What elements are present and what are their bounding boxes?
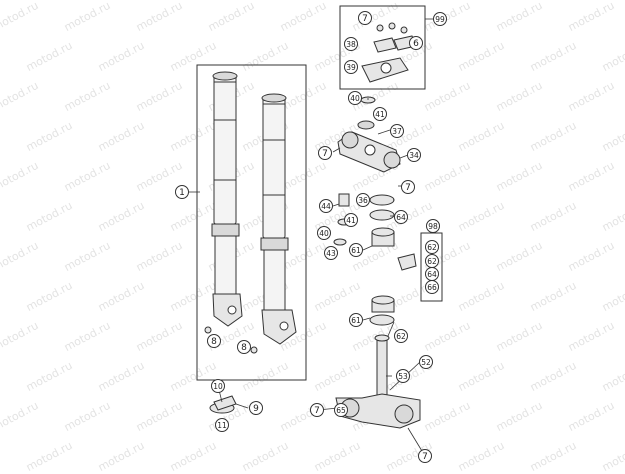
callout-9: 9 — [249, 401, 263, 415]
callout-label: 98 — [428, 222, 438, 231]
callout-11: 11 — [215, 418, 229, 432]
callout-7: 7 — [310, 403, 324, 417]
bearing-kit-frame — [420, 232, 443, 302]
fork-leg-right — [260, 93, 297, 345]
callout-7: 7 — [318, 146, 332, 160]
callout-6: 6 — [409, 36, 423, 50]
callout-label: 7 — [422, 452, 428, 462]
fork-group-frame — [196, 64, 307, 381]
callout-label: 36 — [358, 196, 368, 205]
callout-label: 62 — [427, 257, 437, 266]
clamp-parts — [204, 326, 258, 414]
callout-99: 99 — [433, 12, 447, 26]
callout-62: 62 — [425, 254, 439, 268]
callout-7: 7 — [358, 11, 372, 25]
callout-label: 10 — [213, 382, 223, 391]
callout-label: 62 — [427, 243, 437, 252]
callout-label: 66 — [427, 283, 437, 292]
nut-41 — [357, 120, 375, 130]
callout-label: 7 — [405, 183, 411, 193]
callout-label: 53 — [398, 372, 408, 381]
callout-40: 40 — [317, 226, 331, 240]
callout-8: 8 — [237, 340, 251, 354]
callout-44: 44 — [319, 199, 333, 213]
callout-39: 39 — [344, 60, 358, 74]
callout-65: 65 — [334, 403, 348, 417]
callout-41: 41 — [373, 107, 387, 121]
callout-label: 38 — [346, 40, 356, 49]
callout-label: 64 — [396, 213, 406, 222]
callout-label: 40 — [319, 229, 329, 238]
callout-1: 1 — [175, 185, 189, 199]
callout-7: 7 — [418, 449, 432, 463]
callout-66: 66 — [425, 280, 439, 294]
callout-label: 9 — [253, 404, 259, 414]
callout-label: 64 — [427, 270, 437, 279]
callout-64: 64 — [425, 267, 439, 281]
callout-label: 62 — [396, 332, 406, 341]
top-kit-frame — [339, 5, 426, 90]
callout-62: 62 — [394, 329, 408, 343]
callout-label: 43 — [326, 249, 336, 258]
callout-53: 53 — [396, 369, 410, 383]
callout-40: 40 — [348, 91, 362, 105]
callout-36: 36 — [356, 193, 370, 207]
callout-label: 8 — [211, 337, 217, 347]
callout-label: 44 — [321, 202, 331, 211]
callout-label: 52 — [421, 358, 431, 367]
callout-label: 34 — [409, 151, 419, 160]
callout-label: 39 — [346, 63, 356, 72]
callout-label: 40 — [350, 94, 360, 103]
callout-10: 10 — [211, 379, 225, 393]
callout-label: 65 — [336, 406, 346, 415]
callout-label: 41 — [346, 216, 356, 225]
callout-label: 61 — [351, 246, 361, 255]
callout-37: 37 — [390, 124, 404, 138]
callout-98: 98 — [426, 219, 440, 233]
upper-triple-clamp — [337, 131, 401, 173]
callout-label: 41 — [375, 110, 385, 119]
callout-label: 6 — [413, 39, 419, 49]
callout-62: 62 — [425, 240, 439, 254]
callout-label: 1 — [179, 188, 185, 198]
callout-43: 43 — [324, 246, 338, 260]
callout-7: 7 — [401, 180, 415, 194]
stem-bearings — [369, 194, 417, 326]
callout-61: 61 — [349, 313, 363, 327]
callout-34: 34 — [407, 148, 421, 162]
callout-label: 7 — [362, 14, 368, 24]
callout-41: 41 — [344, 213, 358, 227]
callout-label: 11 — [217, 421, 227, 430]
callout-64: 64 — [394, 210, 408, 224]
callout-8: 8 — [207, 334, 221, 348]
callout-label: 99 — [435, 15, 445, 24]
callout-label: 37 — [392, 127, 402, 136]
callout-label: 8 — [241, 343, 247, 353]
top-kit-parts — [361, 22, 417, 83]
callout-label: 7 — [314, 406, 320, 416]
callout-38: 38 — [344, 37, 358, 51]
callout-label: 7 — [322, 149, 328, 159]
lower-triple-clamp — [335, 334, 421, 429]
callout-61: 61 — [349, 243, 363, 257]
fork-leg-left — [211, 71, 243, 327]
callout-label: 61 — [351, 316, 361, 325]
callout-52: 52 — [419, 355, 433, 369]
